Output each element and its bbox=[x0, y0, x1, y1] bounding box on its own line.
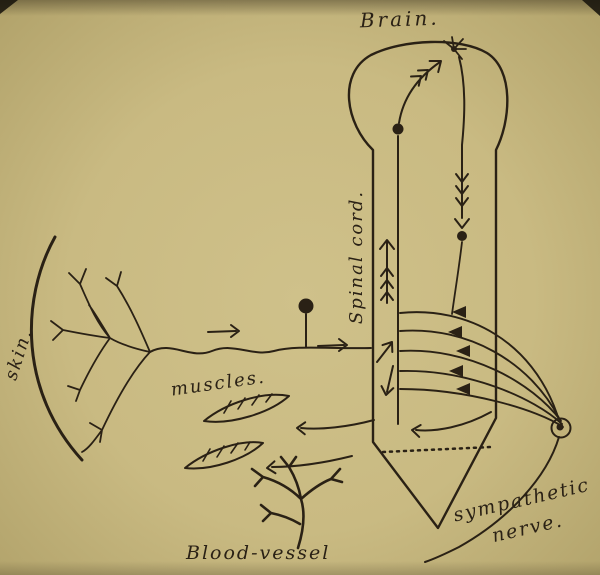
muscle-upper-outline bbox=[203, 393, 290, 423]
ganglion-cell-dot bbox=[556, 423, 564, 431]
root-fibre bbox=[399, 311, 558, 415]
horn-cell-soma bbox=[456, 383, 470, 395]
spinal-cord-label: Spinal cord. bbox=[346, 190, 367, 324]
root-fibre bbox=[399, 349, 562, 422]
cortical-cell-rays bbox=[443, 36, 467, 60]
dotted-section-line bbox=[381, 445, 493, 454]
brain-label: Brain. bbox=[358, 6, 440, 33]
efferent-descending-curve bbox=[458, 56, 466, 219]
efferent-to-horn-connector bbox=[451, 241, 463, 315]
horn-cell-soma bbox=[448, 326, 462, 338]
sensory-arrow-shaft bbox=[317, 344, 345, 347]
descending-arrowhead bbox=[454, 218, 470, 229]
muscles-label: muscles. bbox=[170, 367, 267, 401]
motor-arrow-lower-shaft bbox=[271, 455, 353, 468]
ink-fills bbox=[298, 46, 564, 431]
photo-artifacts bbox=[0, 0, 600, 16]
horn-cell-soma bbox=[456, 345, 470, 357]
skin-arc bbox=[29, 235, 84, 462]
entry-branch-up bbox=[376, 343, 392, 363]
cortical-cell-core bbox=[451, 46, 457, 52]
afferent-brain-curve bbox=[398, 61, 441, 124]
root-fibre bbox=[399, 370, 563, 425]
photo-corner-left bbox=[0, 0, 18, 14]
sympathetic-ganglion-ring bbox=[550, 417, 572, 439]
sensory-arrow-shaft bbox=[207, 330, 237, 333]
motor-arrow-upper-shaft bbox=[300, 419, 375, 430]
descending-terminal-ball bbox=[457, 231, 467, 241]
root-fibre bbox=[399, 329, 560, 419]
muscle-upper-hatching bbox=[223, 393, 273, 414]
ink-linework bbox=[29, 36, 572, 563]
afferent-chevron bbox=[410, 70, 426, 87]
photo-corner-right bbox=[582, 0, 600, 16]
root-fibre bbox=[399, 388, 564, 428]
sensory-fibre bbox=[149, 346, 372, 355]
horn-cell-soma bbox=[452, 306, 466, 318]
horn-cell-soma bbox=[449, 365, 463, 377]
blood-vessel-branches bbox=[250, 455, 344, 550]
brain-and-cord-outline bbox=[347, 40, 509, 530]
sympathetic-trunk bbox=[424, 436, 560, 563]
entry-branch-down bbox=[386, 365, 394, 393]
muscle-lower-hatching bbox=[202, 441, 251, 462]
blood-vessel-label: Blood-vessel bbox=[185, 542, 330, 564]
nerve-root-fan bbox=[399, 311, 564, 428]
pin-head bbox=[298, 298, 314, 314]
cord-bottom-arrow-shaft bbox=[415, 411, 492, 432]
medulla-cell-body bbox=[392, 123, 404, 135]
skin-nerve-branches bbox=[50, 268, 151, 453]
